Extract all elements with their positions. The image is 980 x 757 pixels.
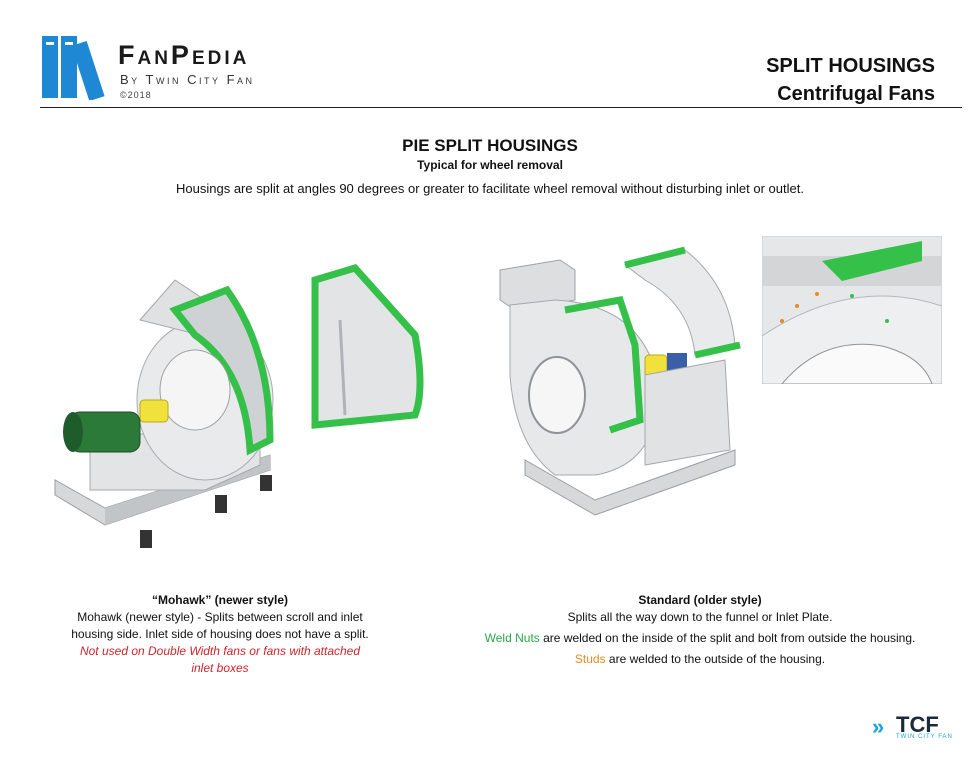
page-header: SPLIT HOUSINGS Centrifugal Fans (766, 52, 935, 108)
brand-name: FanPedia (118, 40, 250, 70)
mohawk-caption: “Mohawk” (newer style) Mohawk (newer sty… (55, 592, 385, 677)
mohawk-line1: Mohawk (newer style) - Splits between sc… (77, 610, 363, 624)
weld-nuts-text: are welded on the inside of the split an… (539, 631, 916, 645)
header-title: SPLIT HOUSINGS (766, 55, 935, 77)
tcf-chevron-icon: » (872, 714, 884, 739)
fanpedia-logo: FanPedia By Twin City Fan ©2018 (40, 34, 300, 104)
standard-fan-illustration (499, 246, 741, 516)
brand-subtitle: By Twin City Fan (120, 72, 255, 87)
books-icon (42, 36, 105, 100)
tcf-subtext: TWIN CITY FAN (896, 734, 953, 740)
tcf-text: TCF (896, 712, 939, 737)
mohawk-heading: “Mohawk” (newer style) (151, 593, 289, 607)
tcf-logo: » TCF TWIN CITY FAN (872, 712, 962, 744)
standard-heading: Standard (older style) (638, 593, 762, 607)
section-subtitle: Typical for wheel removal (417, 158, 563, 172)
mohawk-line2: housing side. Inlet side of housing does… (71, 627, 369, 641)
studs-label: Studs (574, 652, 606, 666)
studs-text: are welded to the outside of the housing… (605, 652, 826, 666)
studs-note: Studs are welded to the outside of the h… (440, 651, 960, 668)
brand-year: ©2018 (120, 90, 152, 100)
mohawk-fan-illustration (54, 264, 424, 548)
standard-caption: Standard (older style) Splits all the wa… (440, 592, 960, 668)
header-divider (40, 107, 962, 108)
mohawk-warning2: inlet boxes (191, 661, 249, 675)
weld-nuts-note: Weld Nuts are welded on the inside of th… (440, 630, 960, 647)
mohawk-warning1: Not used on Double Width fans or fans wi… (79, 644, 361, 658)
section-description: Housings are split at angles 90 degrees … (176, 181, 804, 196)
split-detail-inset (762, 236, 942, 384)
standard-line1: Splits all the way down to the funnel or… (567, 610, 833, 624)
section-title: PIE SPLIT HOUSINGS (402, 136, 578, 155)
header-subtitle: Centrifugal Fans (777, 83, 935, 105)
weld-nuts-label: Weld Nuts (484, 631, 540, 645)
